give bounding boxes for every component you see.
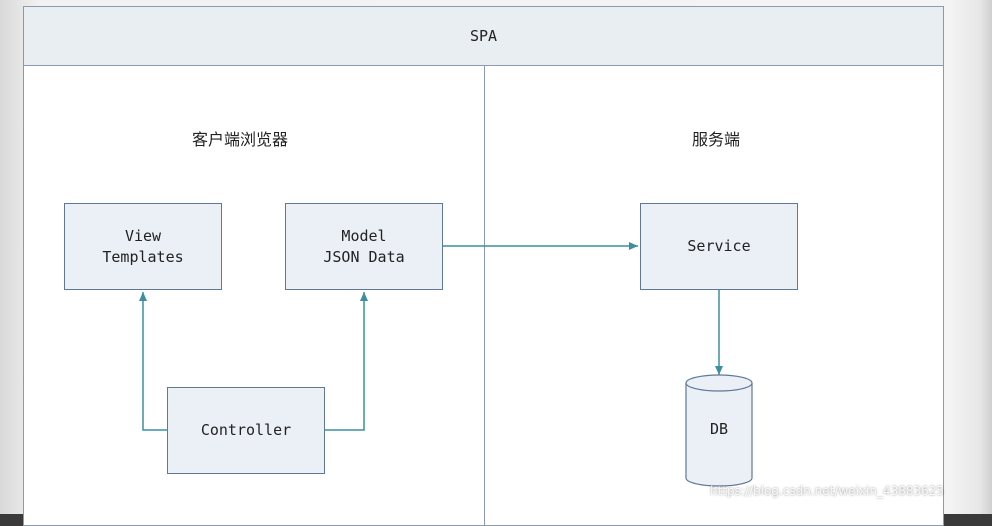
controller-label: Controller	[200, 421, 292, 439]
model-json-line1: Model	[341, 226, 387, 245]
db-label: DB	[709, 420, 729, 438]
csdn-watermark: https://blog.csdn.net/weixin_43883625	[710, 484, 945, 498]
model-json-box: Model JSON Data	[285, 203, 443, 290]
controller-to-view-arrow	[139, 292, 167, 431]
connector-layer	[139, 242, 753, 487]
spa-title: SPA	[469, 27, 498, 45]
db-cylinder-icon	[685, 374, 753, 487]
view-templates-line1: View	[124, 226, 162, 245]
service-box: Service	[640, 203, 798, 290]
spa-header: SPA	[23, 6, 944, 66]
client-server-divider	[484, 66, 485, 526]
controller-to-model-arrow	[325, 292, 368, 431]
model-json-line2: JSON Data	[323, 247, 405, 266]
controller-box: Controller	[167, 387, 325, 474]
server-section-title: 服务端	[692, 130, 741, 149]
view-templates-line2: Templates	[102, 247, 184, 266]
client-section-title: 客户端浏览器	[192, 130, 289, 149]
service-label: Service	[687, 237, 751, 255]
view-templates-box: View Templates	[64, 203, 222, 290]
